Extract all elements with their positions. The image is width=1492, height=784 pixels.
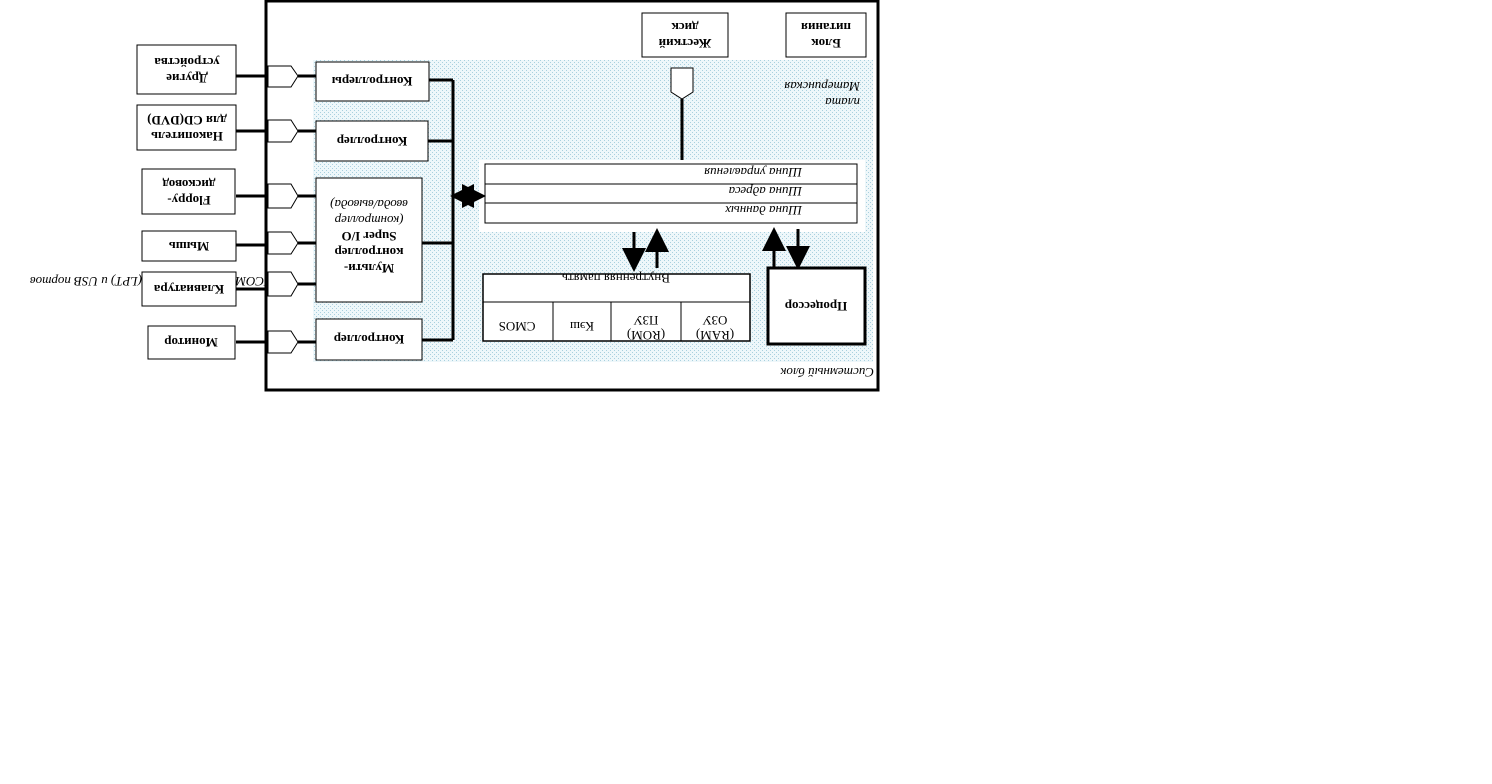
- monitor-controller-box: [315, 318, 423, 361]
- mouse-label: Мышь: [169, 239, 209, 254]
- power-supply-line1: Блок: [811, 36, 841, 51]
- hard-disk-line1: Жесткий: [658, 36, 711, 51]
- controllers-label: Контроллеры: [332, 74, 413, 89]
- hard-disk-box: [641, 12, 729, 58]
- motherboard-label-1: Материнская: [784, 79, 861, 94]
- system-unit-label: Системный блок: [779, 365, 874, 380]
- memory-rom-line2: (ROM): [627, 328, 665, 343]
- cpu-box: [766, 266, 867, 346]
- port-connector-icon: [267, 271, 299, 297]
- keyboard-label: Клавиатура: [153, 282, 224, 297]
- floppy-box: [141, 168, 236, 215]
- monitor-controller-label: Контроллер: [334, 332, 404, 347]
- memory-block: [482, 273, 751, 342]
- monitor-label: Монитор: [164, 335, 218, 350]
- memory-ram-line1: ОЗУ: [702, 313, 728, 328]
- cd-controller-label: Контроллер: [337, 134, 407, 149]
- memory-cache: Кэш: [570, 319, 594, 334]
- cpu-label: Процессор: [785, 299, 848, 314]
- other-devices-line2: устройства: [154, 55, 220, 70]
- memory-title: Внутренняя память: [562, 271, 670, 286]
- cd-drive-line1: Накопитель: [151, 129, 223, 144]
- superio-box: [315, 177, 423, 303]
- monitor-box: [147, 325, 236, 360]
- mouse-box: [141, 230, 237, 262]
- port-connector-icon: [267, 119, 299, 143]
- superio-line5: ввода/вывода): [330, 197, 408, 212]
- superio-line1: Мульти-: [344, 261, 394, 276]
- memory-cmos: CMOS: [499, 319, 536, 334]
- port-connector-icon: [267, 183, 299, 209]
- cd-drive-line2: для CD(DVD): [147, 113, 227, 128]
- port-connector-icon: [267, 231, 299, 255]
- superio-line3: Super I/O: [341, 229, 396, 244]
- other-devices-box: [136, 44, 237, 95]
- port-connector-icon: [267, 330, 299, 354]
- power-supply-line2: питания: [801, 20, 851, 35]
- hard-disk-line2: диск: [671, 20, 699, 35]
- cd-drive-box: [136, 104, 237, 151]
- bus-control-label: Шина управления: [704, 165, 803, 180]
- power-supply-box: [785, 12, 867, 58]
- memory-ram-line2: (RAM): [696, 328, 734, 343]
- superio-line2: контроллер: [335, 245, 404, 260]
- floppy-line1: Floppy-: [167, 193, 210, 208]
- memory-rom-line1: ПЗУ: [633, 313, 659, 328]
- other-devices-line1: Другие: [166, 71, 208, 86]
- bus-address-label: Шина адреса: [728, 184, 803, 199]
- hdd-connector-icon: [670, 67, 694, 100]
- keyboard-box: [141, 271, 237, 307]
- superio-line4: (контроллер: [334, 213, 403, 228]
- motherboard-label-2: плата: [825, 95, 860, 110]
- controllers-box: [315, 61, 430, 102]
- port-connector-icon: [267, 65, 299, 88]
- floppy-line2: дисковод: [162, 177, 215, 192]
- cd-controller-box: [315, 120, 429, 162]
- bus-data-label: Шина данных: [725, 203, 803, 218]
